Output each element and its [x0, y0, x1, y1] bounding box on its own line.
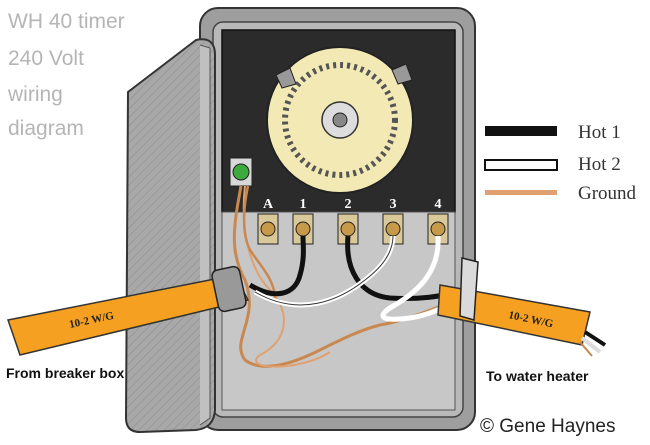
legend-label-hot1: Hot 1 — [578, 122, 621, 143]
terminal-label-a: A — [263, 197, 274, 212]
hot1-wire-left — [248, 235, 306, 297]
right-cable-wire-white — [580, 336, 602, 354]
title-line-1: WH 40 timer — [8, 10, 125, 33]
legend-label-ground: Ground — [578, 183, 637, 204]
enclosure-door — [124, 38, 216, 434]
left-cable — [7, 274, 250, 356]
title-line-4: diagram — [8, 117, 84, 140]
hot2-wire-left-outline — [254, 235, 394, 306]
terminal-label-1: 1 — [300, 197, 307, 212]
ground-wire-3 — [242, 185, 277, 301]
legend-swatch-hot2 — [484, 159, 558, 171]
legend-swatch-ground — [485, 190, 557, 195]
right-clamp — [459, 257, 479, 321]
hot2-wire-right — [380, 235, 459, 322]
terminal-label-3: 3 — [390, 197, 397, 212]
caption-to-water-heater: To water heater — [486, 368, 589, 384]
timer-dial-ring — [282, 62, 398, 178]
title-line-2: 240 Volt — [8, 47, 84, 70]
left-cable-connector — [211, 265, 247, 313]
ground-screw — [232, 163, 250, 181]
terminal-label-2: 2 — [345, 197, 352, 212]
legend-label-hot2: Hot 2 — [578, 154, 621, 175]
right-cable-wire-ground — [579, 341, 593, 357]
credit-text: © Gene Haynes — [480, 416, 616, 437]
wiring-compartment — [221, 211, 456, 411]
door-edge — [199, 44, 211, 426]
right-cable-wire-black — [583, 330, 607, 347]
caption-from-breaker-box: From breaker box — [6, 365, 125, 381]
terminal-label-4: 4 — [435, 197, 442, 212]
timer-tripper-left — [275, 67, 297, 89]
title-line-3: wiring — [8, 83, 63, 106]
timer-tripper-right — [391, 63, 413, 85]
legend-swatch-hot1 — [485, 126, 557, 136]
timer-dial-hub — [332, 112, 348, 128]
